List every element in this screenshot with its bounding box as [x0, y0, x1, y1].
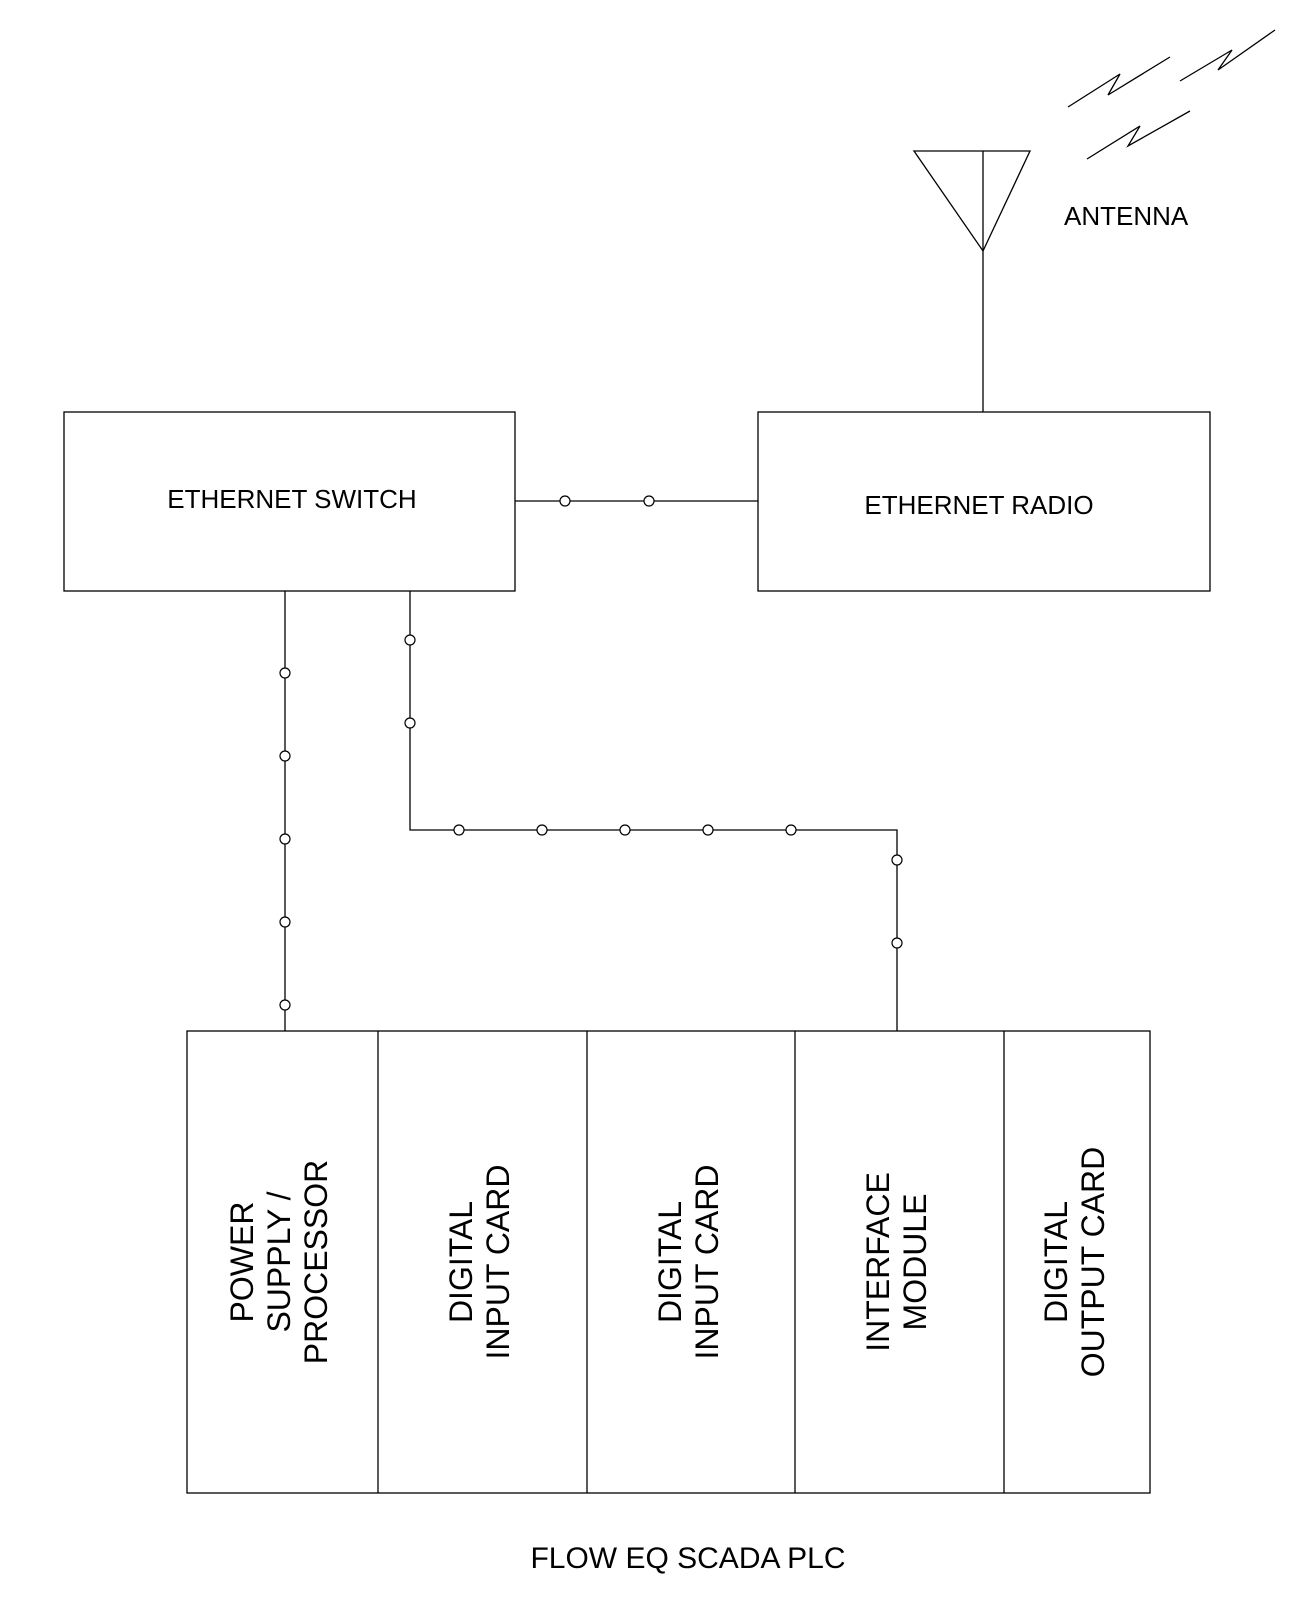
ethernet-switch-label: ETHERNET SWITCH — [167, 484, 416, 514]
ethernet-radio-box — [757, 411, 1211, 592]
antenna-icon — [912, 150, 1032, 412]
card-power-supply-processor: POWER SUPPLY / PROCESSOR — [224, 1160, 334, 1364]
card-label-line: DIGITAL — [652, 1201, 688, 1323]
card-label-line: DIGITAL — [1038, 1201, 1074, 1323]
card-label-line: INTERFACE — [860, 1172, 896, 1352]
switch-radio-link — [515, 495, 758, 507]
antenna-label: ANTENNA — [1064, 201, 1189, 231]
card-digital-input-2: DIGITAL INPUT CARD — [652, 1165, 725, 1360]
plc-title: FLOW EQ SCADA PLC — [530, 1542, 845, 1575]
switch-processor-link — [279, 591, 291, 1031]
card-label-line: DIGITAL — [443, 1201, 479, 1323]
card-label-line: MODULE — [897, 1194, 933, 1331]
card-interface-module: INTERFACE MODULE — [860, 1172, 933, 1352]
card-digital-output: DIGITAL OUTPUT CARD — [1038, 1147, 1111, 1378]
card-label-line: INPUT CARD — [689, 1165, 725, 1360]
plc-rack — [186, 1030, 1151, 1494]
card-label-line: INPUT CARD — [480, 1165, 516, 1360]
card-label-line: POWER — [224, 1202, 260, 1323]
card-digital-input-1: DIGITAL INPUT CARD — [443, 1165, 516, 1360]
radio-wave-icon — [1067, 29, 1276, 160]
ethernet-radio-label: ETHERNET RADIO — [864, 490, 1093, 520]
card-label-line: SUPPLY / — [261, 1191, 297, 1332]
ethernet-switch-box — [63, 411, 516, 592]
switch-interface-link — [404, 591, 903, 1031]
card-label-line: PROCESSOR — [298, 1160, 334, 1364]
card-label-line: OUTPUT CARD — [1075, 1147, 1111, 1378]
